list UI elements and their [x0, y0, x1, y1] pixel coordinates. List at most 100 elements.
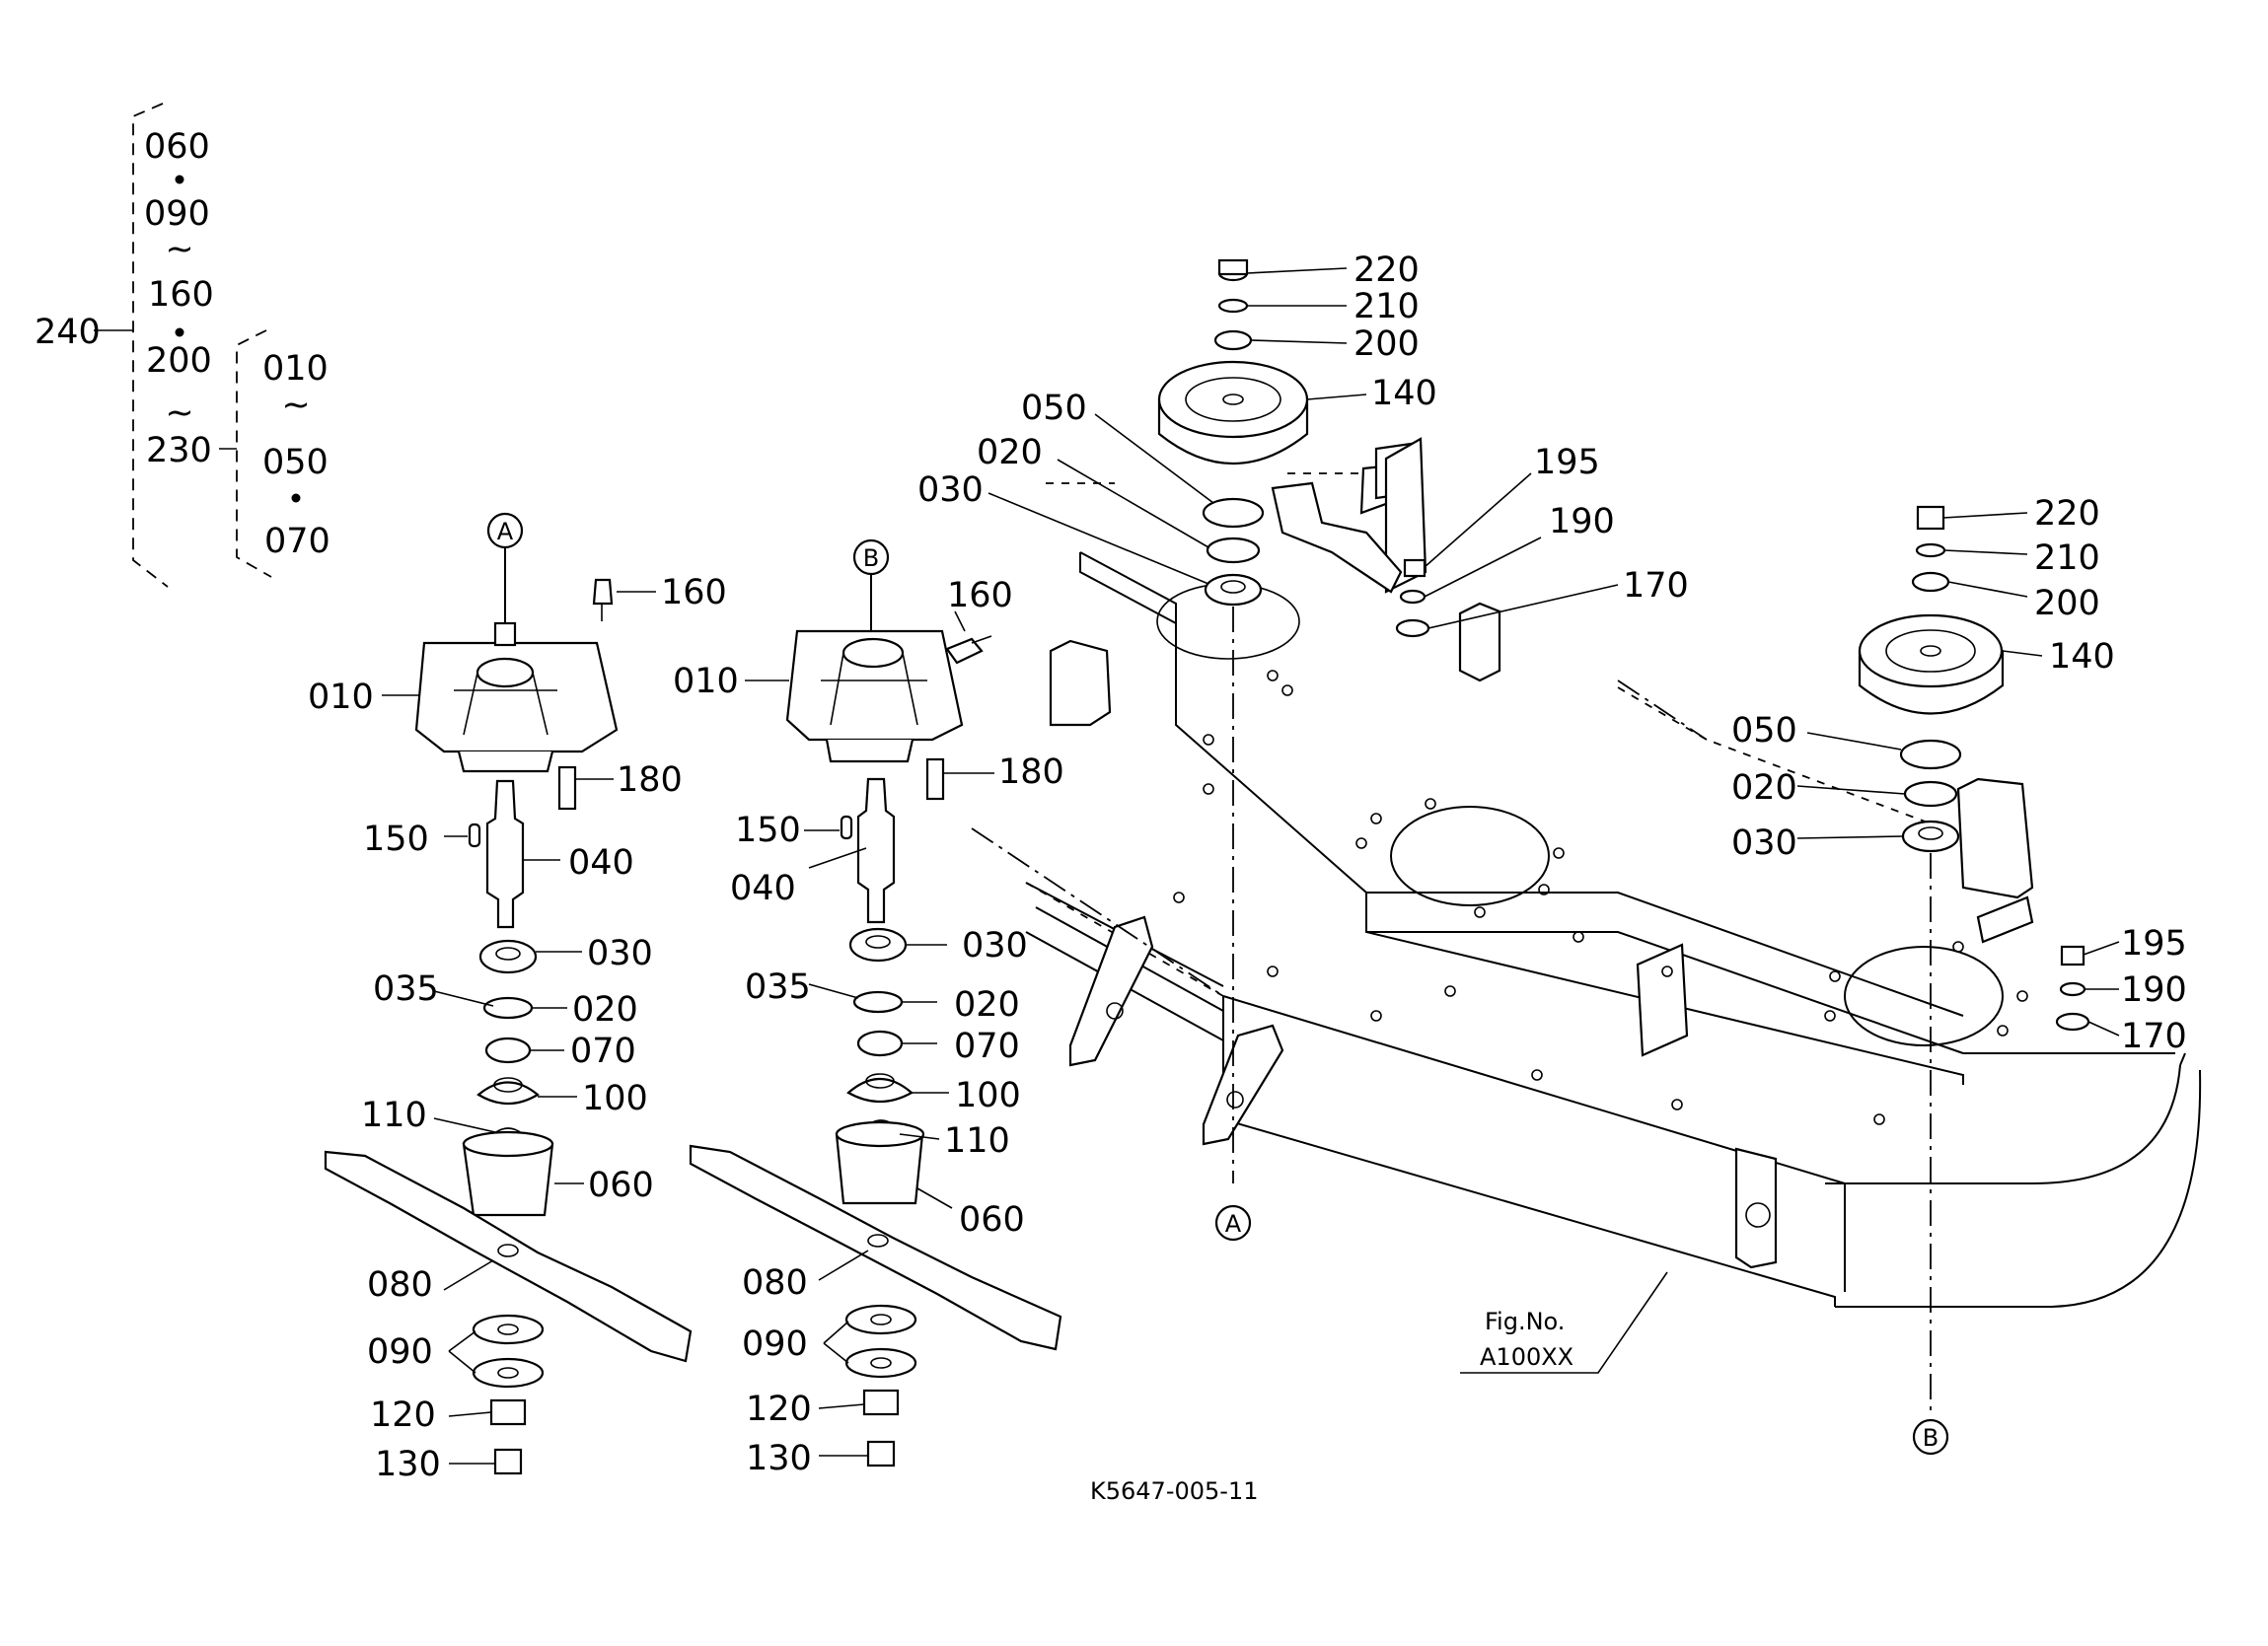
- snap-ring: [482, 996, 534, 1020]
- bracket-child-label: 010: [262, 349, 329, 389]
- bearing-seal: [1202, 497, 1265, 529]
- washer: [844, 1304, 917, 1335]
- assembly-bracket: ~ ~ ~ 240 060 090 160 200 230 010 050 07…: [35, 103, 330, 588]
- washer: [1213, 329, 1253, 351]
- part-number-label: 035: [745, 967, 811, 1007]
- part-number-label: 035: [373, 969, 439, 1009]
- washer: [1395, 618, 1430, 638]
- deck-bracket: [1202, 1024, 1284, 1146]
- deck-bracket: [1068, 915, 1154, 1067]
- bolt: [925, 757, 945, 801]
- bracket-child-label: 230: [146, 431, 212, 470]
- svg-text:A: A: [1225, 1210, 1242, 1238]
- part-number-label: 030: [917, 470, 984, 510]
- part-number-label: 090: [742, 1324, 808, 1364]
- part-number-label: 170: [2121, 1017, 2187, 1056]
- left-spindle-assembly: A: [308, 512, 727, 1484]
- middle-spindle-assembly: B 160 010 180 150 040 030 035: [673, 538, 1064, 1478]
- washer: [1911, 571, 1950, 593]
- part-number-label: 220: [2034, 494, 2100, 534]
- svg-text:B: B: [1923, 1424, 1939, 1452]
- grease-fitting: [592, 578, 614, 606]
- part-number-label: 030: [1731, 823, 1797, 863]
- part-number-label: 140: [2049, 637, 2115, 677]
- mower-deck: A B Fig.No. A100XX 220 210 200 140 050 0…: [917, 250, 2202, 1456]
- svg-text:A: A: [497, 518, 514, 545]
- snap-ring: [1903, 780, 1958, 808]
- part-number-label: 030: [587, 934, 653, 973]
- seal: [484, 1037, 532, 1064]
- part-number-label: 070: [570, 1032, 636, 1071]
- mower-blade: [689, 1144, 1062, 1351]
- idler-bracket: [1956, 777, 2034, 899]
- nut: [866, 1440, 896, 1467]
- part-number-label: 050: [1731, 711, 1797, 751]
- bracket-child-label: 090: [144, 194, 210, 234]
- bracket-child-label: 160: [148, 275, 214, 315]
- spindle-shaft: [856, 777, 896, 924]
- part-number-label: 080: [742, 1263, 808, 1303]
- svg-text:B: B: [863, 544, 879, 572]
- svg-text:~: ~: [281, 386, 310, 425]
- nut: [862, 1389, 900, 1416]
- part-number-label: 160: [947, 576, 1013, 615]
- key: [468, 823, 481, 848]
- part-number-label: 060: [959, 1200, 1025, 1240]
- part-number-label: 040: [730, 869, 796, 908]
- part-number-label: 210: [1353, 287, 1420, 326]
- bearing: [1204, 573, 1263, 607]
- part-number-label: 090: [367, 1332, 433, 1372]
- washer: [472, 1314, 545, 1345]
- seal: [856, 1030, 904, 1057]
- idler-bracket: [1458, 602, 1501, 682]
- bearing: [848, 927, 908, 963]
- reference-marker-b: [1912, 1418, 1949, 1456]
- part-number-label: 120: [370, 1396, 436, 1435]
- part-number-label: 100: [582, 1079, 648, 1118]
- reference-marker-a: [1214, 1204, 1252, 1242]
- spindle-shaft: [485, 779, 525, 929]
- bearing: [478, 939, 538, 974]
- part-number-label: 195: [1534, 443, 1600, 482]
- part-number-label: 150: [363, 820, 429, 859]
- washer: [844, 1347, 917, 1379]
- idler-bracket: [1636, 943, 1689, 1057]
- hex-nut: [1403, 558, 1427, 578]
- nut: [493, 1448, 523, 1475]
- part-number-label: 160: [661, 573, 727, 612]
- spacer: [846, 1078, 914, 1103]
- part-number-label: 050: [1021, 389, 1087, 428]
- part-number-label: 190: [2121, 970, 2187, 1010]
- snap-ring: [852, 990, 904, 1014]
- part-number-label: 130: [375, 1445, 441, 1484]
- part-number-label: 020: [1731, 768, 1797, 808]
- bearing-seal: [1899, 739, 1962, 770]
- bracket-child-label: 200: [146, 341, 212, 381]
- bracket-parent-label: 240: [35, 313, 101, 352]
- part-number-label: 060: [588, 1166, 654, 1205]
- washer: [1399, 589, 1427, 605]
- part-number-label: 220: [1353, 250, 1420, 290]
- spindle-hole: [1844, 946, 2004, 1046]
- part-number-label: 170: [1623, 566, 1689, 606]
- bracket-child-label: 060: [144, 127, 210, 167]
- part-number-label: 210: [2034, 538, 2100, 578]
- part-number-label: 010: [673, 662, 739, 701]
- part-number-label: 020: [954, 985, 1020, 1025]
- svg-text:~: ~: [165, 394, 193, 433]
- idler-bracket: [1049, 639, 1112, 727]
- bracket-child-label: 070: [264, 522, 330, 561]
- svg-text:~: ~: [165, 230, 193, 269]
- part-number-label: 010: [308, 678, 374, 717]
- part-number-label: 130: [746, 1439, 812, 1478]
- part-number-label: 120: [746, 1390, 812, 1429]
- part-number-label: 070: [954, 1027, 1020, 1066]
- part-number-label: 020: [977, 433, 1043, 472]
- key: [840, 815, 853, 840]
- hex-nut: [2060, 945, 2085, 966]
- part-number-label: 195: [2121, 924, 2187, 964]
- bracket-child-label: 050: [262, 443, 329, 482]
- idler-arm: [1271, 481, 1403, 594]
- lock-washer: [1915, 542, 1946, 558]
